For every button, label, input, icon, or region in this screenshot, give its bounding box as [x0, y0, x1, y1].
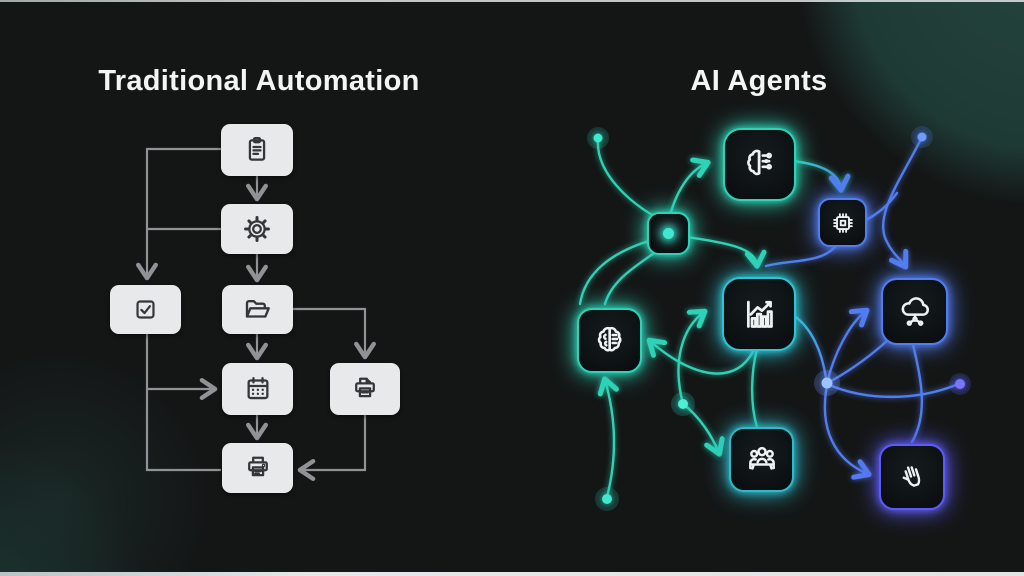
brain-gear-icon: [597, 326, 622, 352]
cpu-chip-icon: [832, 212, 853, 233]
calendar-icon: [247, 376, 268, 400]
node-cpu: [818, 198, 867, 247]
node-ai-brain: [723, 128, 796, 201]
printer-icon: [355, 377, 375, 398]
right-title: AI Agents: [690, 65, 828, 97]
flow-step-process: [221, 204, 293, 254]
printer-icon: [247, 456, 268, 477]
flow-step-files: [222, 285, 293, 334]
node-router: [647, 212, 690, 255]
node-cloud: [881, 278, 948, 345]
folder-icon: [245, 300, 270, 318]
checkbox-icon: [136, 300, 155, 319]
hand-icon: [902, 466, 921, 487]
flow-step-print-a: [330, 363, 400, 415]
people-meeting-icon: [748, 446, 775, 470]
top-edge-strip: [0, 0, 1024, 2]
node-analytics: [722, 277, 796, 351]
gear-icon: [244, 216, 270, 242]
node-ml-brain: [577, 308, 642, 373]
clipboard-icon: [248, 136, 266, 161]
flow-step-schedule: [222, 363, 293, 415]
left-title: Traditional Automation: [98, 65, 420, 97]
flow-step-clipboard: [221, 124, 293, 176]
brain-circuit-icon: [746, 149, 772, 175]
glow-dot-icon: [663, 228, 674, 239]
bottom-edge-strip: [0, 572, 1024, 576]
node-hand: [879, 444, 945, 510]
flow-step-validate: [110, 285, 181, 334]
chart-icon: [746, 300, 773, 328]
node-team: [729, 427, 794, 492]
cloud-network-icon: [901, 296, 929, 326]
flow-step-print-b: [222, 443, 293, 493]
